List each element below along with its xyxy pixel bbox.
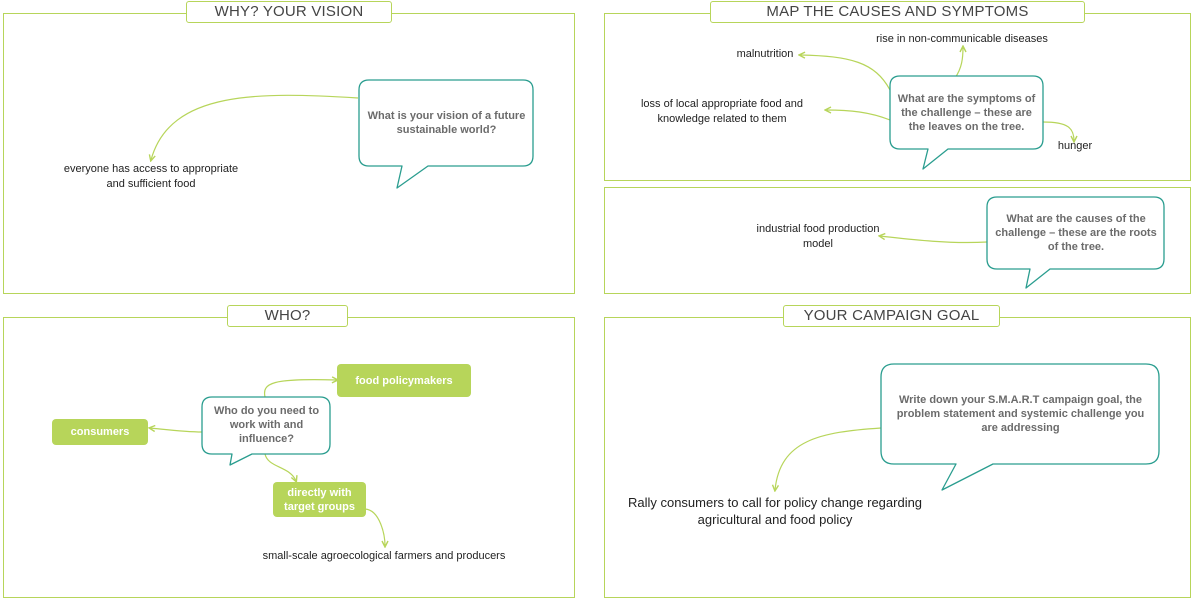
policymakers-arrow	[263, 380, 337, 398]
tab-vision: WHY? YOUR VISION	[186, 1, 392, 23]
hunger-arrow	[1042, 121, 1074, 141]
symptoms-question-bubble	[889, 75, 1044, 170]
farmers-arrow	[364, 508, 385, 546]
leaf-malnutrition: malnutrition	[736, 48, 794, 60]
direct-arrow	[264, 453, 296, 481]
vision-question-bubble	[358, 79, 534, 189]
leaf-ncd: rise in non-communicable diseases	[876, 33, 1048, 45]
goal-arrow	[775, 427, 882, 490]
who-panel	[3, 317, 575, 598]
farmers-label: small-scale agroecological farmers and p…	[262, 550, 506, 562]
consumers-arrow	[150, 428, 203, 433]
who-question-bubble	[201, 396, 331, 466]
causes-question-bubble	[986, 196, 1165, 289]
local-food-arrow	[826, 110, 891, 121]
leaf-hunger: hunger	[1057, 140, 1093, 152]
tab-campaign-goal: YOUR CAMPAIGN GOAL	[783, 305, 1000, 327]
malnutrition-arrow	[800, 55, 891, 91]
ncd-arrow	[954, 47, 963, 79]
node-food-policymakers: food policymakers	[337, 364, 471, 397]
goal-question-bubble	[880, 363, 1160, 491]
goal-question: Write down your S.M.A.R.T campaign goal,…	[896, 394, 1145, 434]
tab-causes-symptoms: MAP THE CAUSES AND SYMPTOMS	[710, 1, 1085, 23]
vision-arrow	[151, 94, 359, 160]
node-consumers: consumers	[52, 419, 148, 445]
tab-who: WHO?	[227, 305, 348, 327]
root-arrow	[880, 236, 988, 244]
goal-answer: Rally consumers to call for policy chang…	[627, 495, 923, 527]
